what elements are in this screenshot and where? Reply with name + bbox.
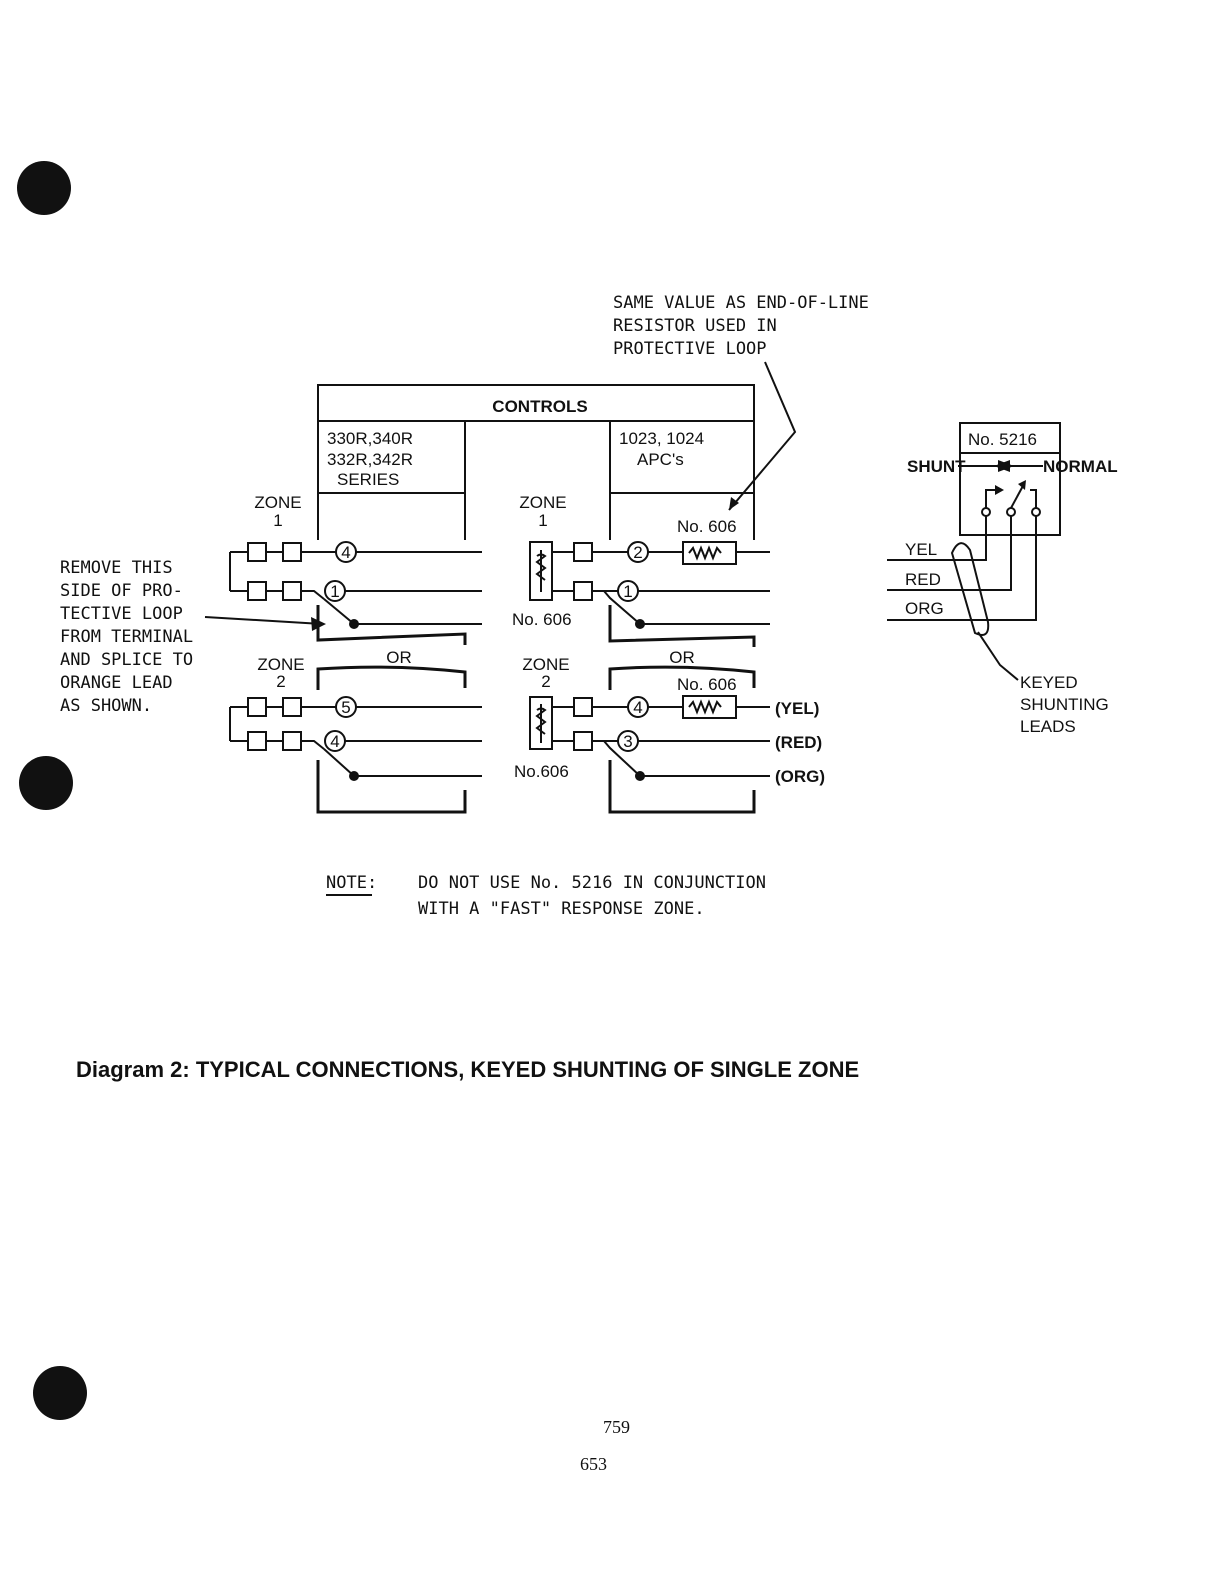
svg-text:PROTECTIVE LOOP: PROTECTIVE LOOP bbox=[613, 339, 767, 359]
left-zone2-label: ZONE 2 bbox=[257, 655, 304, 691]
usage-note: NOTE: DO NOT USE No. 5216 IN CONJUNCTION… bbox=[326, 873, 766, 919]
svg-text:LEADS: LEADS bbox=[1020, 717, 1076, 736]
svg-text:ORANGE LEAD: ORANGE LEAD bbox=[60, 673, 173, 693]
resistor-leader-line bbox=[728, 361, 797, 511]
svg-text:1: 1 bbox=[273, 511, 282, 530]
left-series-label: 330R,340R 332R,342R SERIES bbox=[327, 429, 413, 489]
svg-text:2: 2 bbox=[276, 672, 285, 691]
eol-resistor-label: No.606 bbox=[514, 762, 569, 781]
svg-text:ZONE: ZONE bbox=[519, 493, 566, 512]
controls-title: CONTROLS bbox=[492, 397, 587, 416]
right-zone1-wiring bbox=[529, 541, 770, 647]
left-series-box bbox=[317, 421, 466, 540]
terminal-number: 4 bbox=[633, 698, 642, 717]
svg-text:KEYED: KEYED bbox=[1020, 673, 1078, 692]
terminal-number: 4 bbox=[330, 732, 339, 751]
left-zone1-label: ZONE 1 bbox=[254, 493, 301, 530]
svg-text:2: 2 bbox=[541, 672, 550, 691]
remove-pointer-line bbox=[204, 616, 323, 625]
svg-text:332R,342R: 332R,342R bbox=[327, 450, 413, 469]
leader-arrowhead bbox=[729, 497, 739, 510]
right-series-box bbox=[609, 421, 755, 540]
eol-resistor-label: No. 606 bbox=[512, 610, 572, 629]
normal-label: NORMAL bbox=[1043, 457, 1118, 476]
left-zone1-wiring bbox=[229, 541, 482, 645]
shunt-model-label: No. 5216 bbox=[968, 430, 1037, 449]
diagram-caption: Diagram 2: TYPICAL CONNECTIONS, KEYED SH… bbox=[76, 1057, 860, 1082]
or-bracket-right bbox=[608, 665, 756, 690]
eol-resistor-label: No. 606 bbox=[677, 517, 737, 536]
svg-text:REMOVE THIS: REMOVE THIS bbox=[60, 558, 173, 578]
page-number: 653 bbox=[580, 1454, 607, 1474]
or-label-left: OR bbox=[386, 648, 412, 667]
svg-text:ZONE: ZONE bbox=[522, 655, 569, 674]
svg-text:ZONE: ZONE bbox=[257, 655, 304, 674]
svg-text:SERIES: SERIES bbox=[337, 470, 399, 489]
remove-pointer-arrowhead bbox=[311, 617, 326, 631]
svg-text:330R,340R: 330R,340R bbox=[327, 429, 413, 448]
right-zone1-label: ZONE 1 bbox=[519, 493, 566, 530]
svg-text:AND SPLICE TO: AND SPLICE TO bbox=[60, 650, 193, 670]
svg-text:SIDE OF PRO-: SIDE OF PRO- bbox=[60, 581, 183, 601]
terminal-number: 1 bbox=[623, 582, 632, 601]
binder-hole bbox=[33, 1366, 87, 1420]
svg-text:SHUNTING: SHUNTING bbox=[1020, 695, 1109, 714]
shunt-switch-device bbox=[958, 422, 1061, 536]
terminal-number: 4 bbox=[341, 543, 350, 562]
binder-hole bbox=[17, 161, 71, 215]
binder-hole bbox=[19, 756, 73, 810]
resistor-note: SAME VALUE AS END-OF-LINE RESISTOR USED … bbox=[613, 293, 869, 359]
svg-text:RESISTOR USED IN: RESISTOR USED IN bbox=[613, 316, 777, 336]
lead-label-yel: (YEL) bbox=[775, 699, 819, 718]
shunt-lead-org: ORG bbox=[905, 599, 944, 618]
terminal-number: 5 bbox=[341, 698, 350, 717]
svg-text:TECTIVE LOOP: TECTIVE LOOP bbox=[60, 604, 183, 624]
svg-text:SAME VALUE AS END-OF-LINE: SAME VALUE AS END-OF-LINE bbox=[613, 293, 869, 313]
svg-text:NOTE:: NOTE: bbox=[326, 873, 377, 893]
remove-loop-note: REMOVE THIS SIDE OF PRO- TECTIVE LOOP FR… bbox=[60, 558, 193, 716]
svg-text:DO NOT USE No. 5216 IN CONJUNC: DO NOT USE No. 5216 IN CONJUNCTION bbox=[418, 873, 766, 893]
lead-label-red: (RED) bbox=[775, 733, 822, 752]
eol-resistor-label: No. 606 bbox=[677, 675, 737, 694]
shunt-leads bbox=[887, 516, 1037, 681]
shunt-lead-yel: YEL bbox=[905, 540, 937, 559]
terminal-number: 2 bbox=[633, 543, 642, 562]
svg-text:1: 1 bbox=[538, 511, 547, 530]
svg-text:WITH A "FAST" RESPONSE ZONE.: WITH A "FAST" RESPONSE ZONE. bbox=[418, 899, 705, 919]
svg-text:APC's: APC's bbox=[637, 450, 684, 469]
svg-text:AS SHOWN.: AS SHOWN. bbox=[60, 696, 152, 716]
svg-text:ZONE: ZONE bbox=[254, 493, 301, 512]
or-label-right: OR bbox=[669, 648, 695, 667]
right-zone2-label: ZONE 2 bbox=[522, 655, 569, 691]
svg-text:1023, 1024: 1023, 1024 bbox=[619, 429, 704, 448]
page-number: 759 bbox=[603, 1417, 630, 1437]
svg-text:FROM TERMINAL: FROM TERMINAL bbox=[60, 627, 193, 647]
right-zone2-wiring bbox=[529, 695, 770, 814]
right-series-label: 1023, 1024 APC's bbox=[619, 429, 704, 469]
left-zone2-wiring bbox=[229, 696, 482, 814]
shunt-label: SHUNT bbox=[907, 457, 966, 476]
or-bracket-left bbox=[316, 665, 467, 690]
controls-header-box bbox=[317, 384, 755, 422]
keyed-leads-note: KEYED SHUNTING LEADS bbox=[1020, 673, 1109, 736]
lead-label-org: (ORG) bbox=[775, 767, 825, 786]
terminal-number: 3 bbox=[623, 732, 632, 751]
shunt-lead-red: RED bbox=[905, 570, 941, 589]
terminal-number: 1 bbox=[330, 582, 339, 601]
